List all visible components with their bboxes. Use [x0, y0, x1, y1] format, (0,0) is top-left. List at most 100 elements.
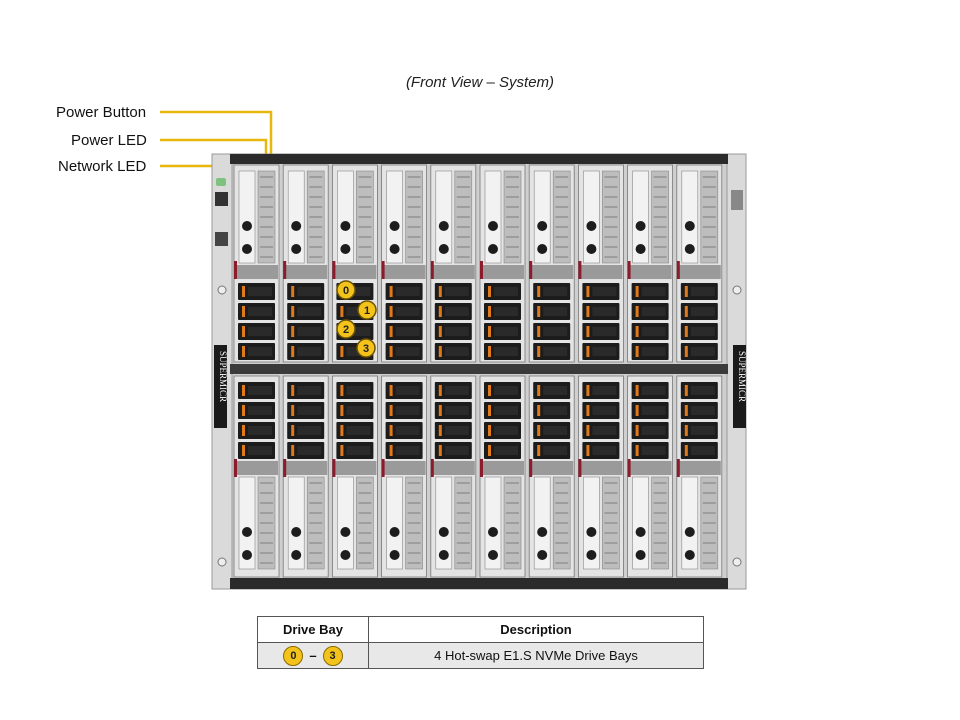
drive-latch: [537, 326, 541, 337]
drive-face: [543, 327, 568, 336]
drive-latch: [684, 445, 688, 456]
sled-handle: [386, 170, 403, 264]
release-latch-icon: [537, 550, 548, 560]
right-brand-plate: [733, 345, 746, 428]
drive-face: [690, 426, 715, 435]
node-sled: [528, 375, 575, 578]
drive-face: [395, 347, 420, 356]
release-latch-icon: [488, 550, 498, 560]
drive-face: [543, 386, 568, 395]
drive-face: [346, 406, 371, 415]
drive-latch: [389, 306, 393, 317]
drive-latch: [488, 326, 491, 337]
drive-face: [444, 446, 469, 455]
drive-bay-range: 0–3: [257, 642, 369, 669]
drive-face: [297, 327, 322, 336]
drive-latch: [389, 445, 393, 456]
release-latch-icon: [684, 527, 695, 537]
sled-accent: [480, 261, 483, 279]
drive-latch: [586, 405, 590, 416]
node-sled: [676, 164, 723, 363]
drive-face: [297, 426, 322, 435]
node-sled: [430, 375, 477, 578]
drive-bay-badge: 3: [356, 338, 376, 358]
nodes-group: [233, 164, 723, 578]
node-sled: [331, 375, 378, 578]
drive-face: [248, 406, 272, 415]
drive-face: [641, 347, 666, 356]
drive-latch: [389, 405, 393, 416]
ear-led: [216, 178, 226, 186]
drive-latch: [340, 306, 344, 317]
drive-latch: [340, 346, 344, 357]
release-latch-icon: [586, 550, 597, 560]
right-ear-connector: [731, 190, 743, 210]
release-latch-icon: [389, 527, 400, 537]
drive-face: [346, 426, 371, 435]
mesh-band: [431, 265, 475, 279]
table-row: 0–3 4 Hot-swap E1.S NVMe Drive Bays: [257, 642, 704, 669]
drive-face: [494, 287, 518, 296]
drive-face: [248, 386, 272, 395]
top-rail: [230, 154, 728, 164]
sled-accent: [529, 261, 533, 279]
drive-latch: [488, 286, 491, 297]
right-screw-top: [732, 285, 742, 295]
drive-latch: [537, 445, 541, 456]
badge-label: 0: [343, 285, 349, 297]
drive-face: [592, 327, 617, 336]
drive-face: [690, 406, 715, 415]
drive-latch: [586, 286, 590, 297]
sled-handle: [632, 170, 649, 264]
node-sled: [282, 164, 329, 363]
drive-face: [592, 287, 617, 296]
drive-face: [395, 307, 420, 316]
drive-latch: [242, 306, 245, 317]
drive-face: [690, 327, 715, 336]
drive-latch: [340, 445, 344, 456]
release-latch-icon: [291, 550, 302, 560]
sled-handle: [337, 476, 354, 570]
sled-handle: [287, 476, 305, 570]
mesh-band: [481, 265, 524, 279]
drive-latch: [684, 425, 688, 436]
release-latch-icon: [488, 221, 498, 231]
drive-latch: [438, 306, 442, 317]
drive-latch: [242, 326, 245, 337]
mesh-band: [579, 265, 623, 279]
drive-face: [494, 406, 518, 415]
node-sled: [233, 375, 280, 578]
mesh-band: [284, 265, 328, 279]
drive-latch: [586, 385, 590, 396]
release-latch-icon: [537, 221, 548, 231]
badge-label: 2: [343, 324, 349, 336]
drive-latch: [438, 326, 442, 337]
drive-latch: [537, 425, 541, 436]
drive-latch: [242, 425, 245, 436]
drive-face: [297, 287, 322, 296]
drive-face: [248, 347, 272, 356]
node-sled: [479, 164, 526, 363]
drive-face: [641, 446, 666, 455]
release-latch-icon: [438, 221, 449, 231]
drive-face: [641, 426, 666, 435]
drive-latch: [684, 306, 688, 317]
drive-face: [248, 426, 272, 435]
release-latch-icon: [586, 527, 597, 537]
usb-port-icon: [215, 232, 228, 246]
drive-face: [444, 327, 469, 336]
sled-handle: [484, 476, 502, 570]
release-latch-icon: [635, 550, 646, 560]
drive-face: [592, 347, 617, 356]
right-screw-bottom: [732, 557, 742, 567]
drive-face: [543, 446, 568, 455]
drive-latch: [340, 425, 344, 436]
drive-face: [248, 287, 272, 296]
release-latch-icon: [291, 244, 302, 254]
drive-face: [494, 446, 518, 455]
drive-latch: [291, 326, 295, 337]
drive-face: [395, 386, 420, 395]
drive-latch: [340, 405, 344, 416]
mesh-band: [677, 461, 721, 475]
callout-power-button: Power Button: [56, 104, 147, 121]
